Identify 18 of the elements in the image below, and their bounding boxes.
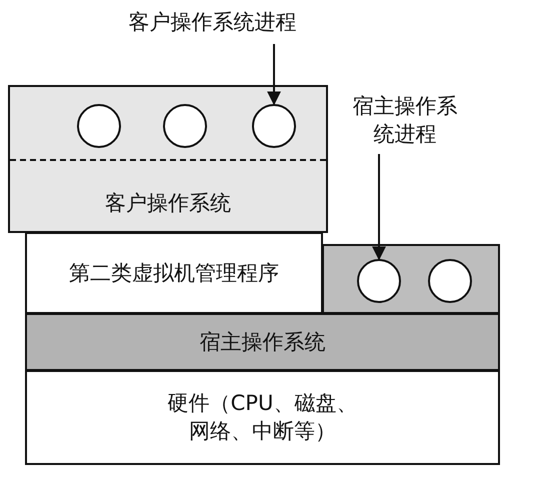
hardware-layer [25, 370, 500, 465]
process-circle [252, 104, 296, 148]
arrow [372, 154, 386, 260]
process-circle [357, 259, 401, 303]
process-label: 宿主操作系统进程 [352, 92, 458, 152]
guest-os-layer [8, 85, 328, 233]
arrow [267, 44, 281, 106]
layer-label: 硬件（CPU、磁盘、网络、中断等） [166, 390, 358, 445]
hypervisor-layer [25, 232, 323, 314]
host-os-layer [25, 313, 500, 371]
process-circle [77, 104, 121, 148]
layer-label: 宿主操作系统 [198, 328, 326, 356]
process-area [322, 244, 500, 314]
process-circle [163, 104, 207, 148]
process-circle [428, 259, 472, 303]
layer-label: 客户操作系统 [104, 190, 232, 216]
process-label: 客户操作系统进程 [95, 8, 330, 42]
layer-label: 第二类虚拟机管理程序 [68, 260, 280, 286]
